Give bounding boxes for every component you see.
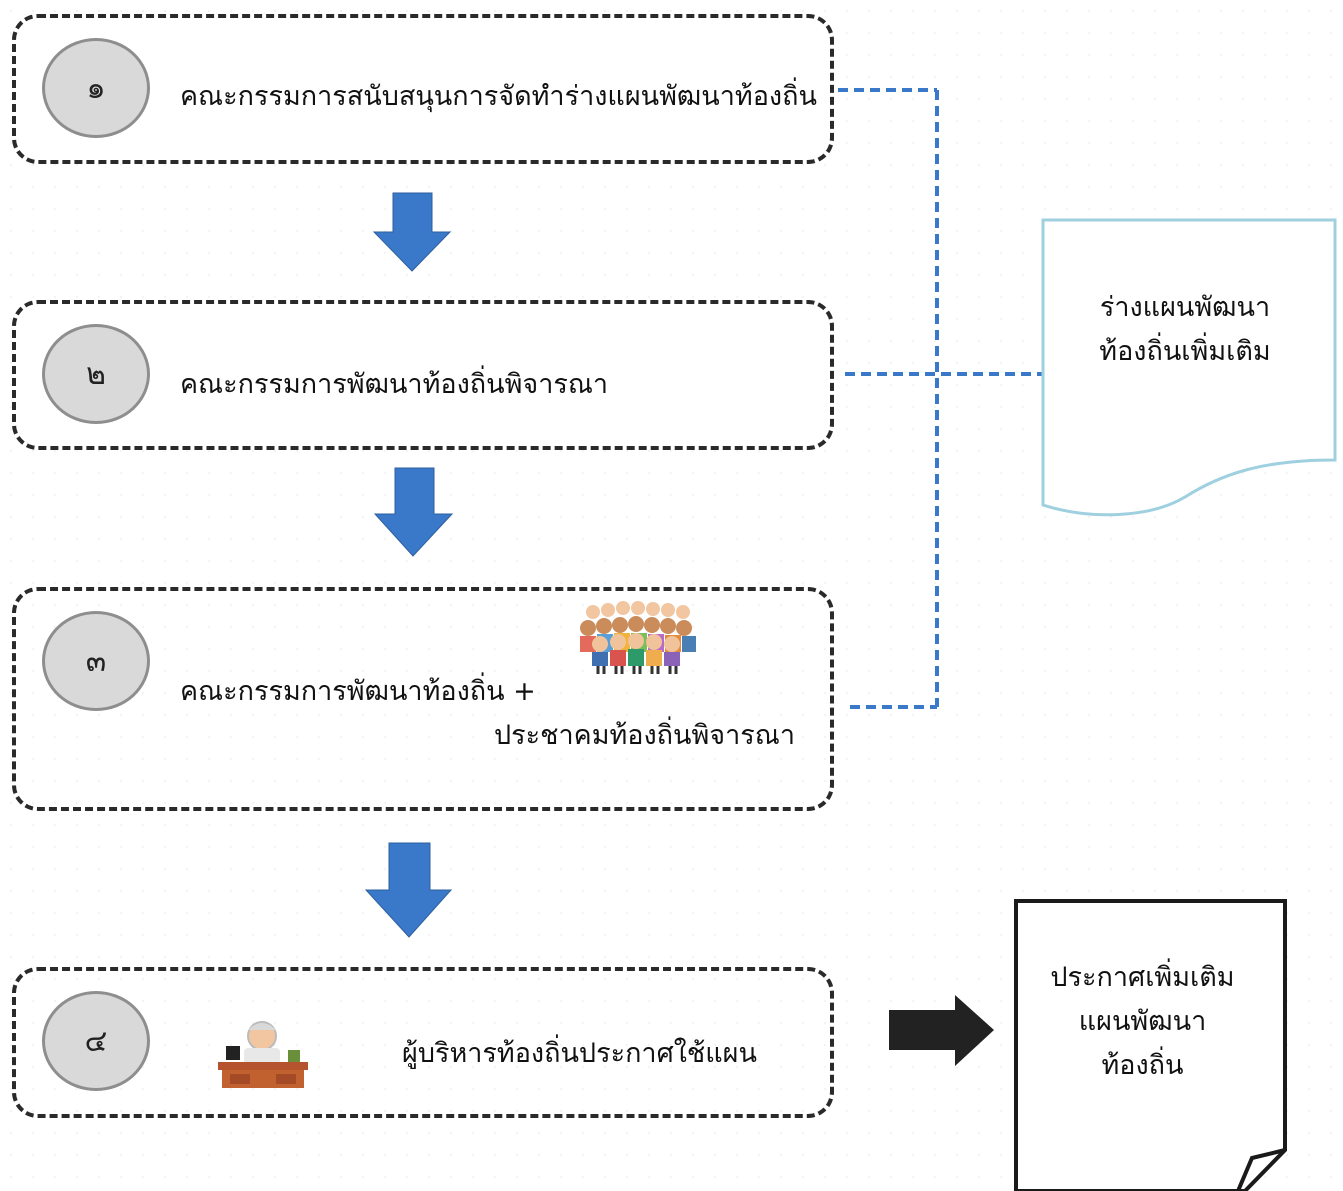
down-arrow-2 xyxy=(373,467,454,557)
down-arrow-1 xyxy=(372,192,452,272)
announcement-document-line2: แผนพัฒนา xyxy=(1078,1006,1207,1037)
draft-document-shape xyxy=(1041,218,1337,517)
announcement-document-label: ประกาศเพิ่มเติม แผนพัฒนา ท้องถิ่น xyxy=(1020,956,1265,1088)
draft-document-label: ร่างแผนพัฒนา ท้องถิ่นเพิ่มเติม xyxy=(1050,286,1320,374)
announcement-document-shape xyxy=(1014,899,1287,1191)
executive-desk-icon xyxy=(218,1021,308,1088)
step-2-label: คณะกรรมการพัฒนาท้องถิ่นพิจารณา xyxy=(180,369,609,400)
crowd-people-icon xyxy=(580,601,696,674)
step-3-box: ๓ คณะกรรมการพัฒนาท้องถิ่น + ประชาคมท้องถ… xyxy=(12,587,834,811)
announcement-document-line3: ท้องถิ่น xyxy=(1101,1050,1184,1081)
page-curl-icon xyxy=(1236,1148,1286,1191)
step-3-label-line1: คณะกรรมการพัฒนาท้องถิ่น + xyxy=(180,676,536,707)
step-4-number-badge: ๔ xyxy=(42,991,150,1091)
draft-document-line2: ท้องถิ่นเพิ่มเติม xyxy=(1099,336,1271,367)
step-4-label: ผู้บริหารท้องถิ่นประกาศใช้แผน xyxy=(402,1038,757,1069)
step-1-box: ๑ คณะกรรมการสนับสนุนการจัดทำร่างแผนพัฒนา… xyxy=(12,14,834,164)
step-4-box: ๔ ผู้บริหารท้องถิ่นประกาศใช้แผน xyxy=(12,967,834,1118)
announcement-document-line1: ประกาศเพิ่มเติม xyxy=(1050,962,1235,993)
step-1-label: คณะกรรมการสนับสนุนการจัดทำร่างแผนพัฒนาท้… xyxy=(180,81,817,112)
step-1-number-badge: ๑ xyxy=(42,38,150,138)
draft-document-line1: ร่างแผนพัฒนา xyxy=(1099,292,1271,323)
right-arrow xyxy=(889,995,994,1066)
step-2-number-badge: ๒ xyxy=(42,324,150,424)
step-3-label-line2: ประชาคมท้องถิ่นพิจารณา xyxy=(494,720,795,751)
step-3-number-badge: ๓ xyxy=(42,611,150,711)
step-3-number: ๓ xyxy=(85,643,107,679)
step-2-number: ๒ xyxy=(86,356,106,392)
step-2-box: ๒ คณะกรรมการพัฒนาท้องถิ่นพิจารณา xyxy=(12,300,834,450)
step-4-number: ๔ xyxy=(84,1023,108,1059)
down-arrow-3 xyxy=(364,842,453,938)
step-1-number: ๑ xyxy=(86,70,106,106)
